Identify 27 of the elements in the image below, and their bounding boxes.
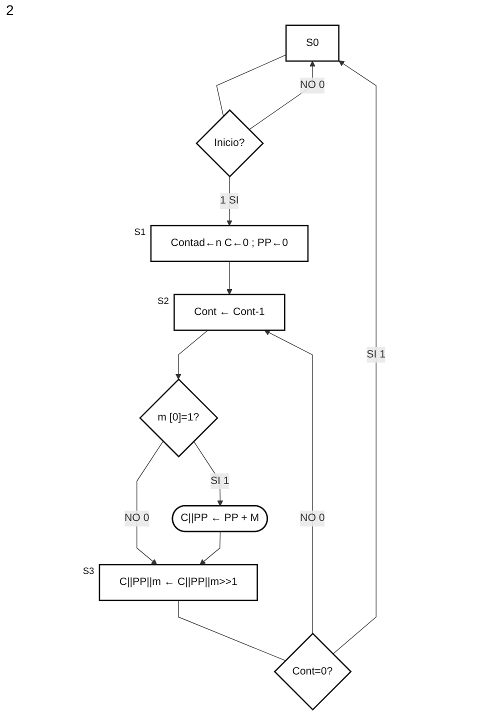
arrow: [136, 440, 164, 565]
edge-label: NO 0: [300, 80, 325, 91]
edge-label: SI 1: [210, 475, 230, 486]
edge-label: 1 SI: [220, 195, 239, 206]
state-label: S2: [158, 296, 169, 306]
arrow: [226, 176, 232, 226]
edge-label: NO 0: [300, 512, 325, 524]
node-box: S0: [285, 24, 340, 62]
arrow: [193, 440, 224, 506]
edge-label: SI 1: [366, 348, 386, 360]
connector: [216, 54, 286, 116]
arrow: [175, 330, 208, 380]
node-diamond: Cont=0?: [274, 632, 352, 711]
arrow: [226, 261, 232, 295]
state-label: S3: [82, 566, 94, 576]
node-box: C||PP||m ← C||PP||m>>1: [98, 564, 258, 602]
node-diamond: m [0]=1?: [139, 378, 218, 458]
node-diamond: Inicio?: [196, 109, 264, 178]
state-label: S1: [134, 226, 146, 237]
arrow: [200, 532, 221, 565]
node-box: Contad←n C←0 ; PP←0: [150, 224, 309, 262]
arrow: [332, 60, 376, 654]
arrow: [264, 330, 313, 634]
edge-label: NO 0: [124, 512, 150, 524]
node-box: Cont ← Cont-1: [174, 294, 286, 331]
corner-label: 2: [6, 2, 14, 18]
connector: [178, 600, 286, 661]
